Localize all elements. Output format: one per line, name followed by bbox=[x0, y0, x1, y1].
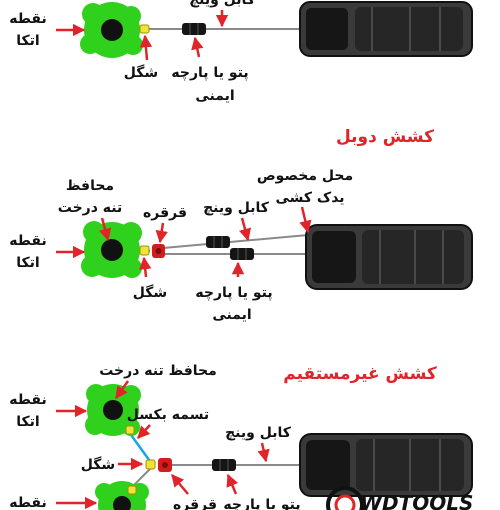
single-pull-section: نقطه اتکا شگل پتو یا پارچه ایمنی کابل وی… bbox=[9, 0, 473, 104]
shackle-icon bbox=[139, 24, 150, 34]
winch-cable-label: کابل وینچ bbox=[189, 0, 256, 8]
double-pull-title: کشش دوبل bbox=[336, 127, 434, 147]
winch-cable-arrow bbox=[239, 217, 252, 242]
indirect-pull-section: کشش غیرمستقیم bbox=[9, 363, 473, 510]
truck-top-view bbox=[305, 224, 473, 290]
indirect-pull-title: کشش غیرمستقیم bbox=[283, 364, 437, 384]
tree-protector-label-line1: محافظ bbox=[66, 178, 114, 194]
brand-logo: WDTOOLS bbox=[326, 486, 473, 510]
tree-protector-label: محافظ تنه درخت bbox=[99, 363, 217, 379]
hitch-label-line1: محل مخصوص bbox=[257, 168, 353, 184]
shackle-icon bbox=[139, 245, 150, 256]
damper-blanket-icon bbox=[182, 23, 206, 35]
anchor-label-line1: نقطه bbox=[9, 233, 46, 249]
tree-with-anchor bbox=[95, 481, 149, 510]
pulley-label: قرقره bbox=[173, 497, 217, 510]
hitch-arrow bbox=[299, 206, 312, 234]
tree-with-anchor bbox=[80, 2, 143, 58]
buckle-strap-label: تسمه بکسل bbox=[127, 407, 209, 423]
anchor-top-label-line2: اتکا bbox=[16, 414, 39, 430]
shackle-icon bbox=[127, 485, 137, 495]
damper-label-line1: پتو یا پارچه bbox=[171, 65, 248, 81]
pulley-label: قرقره bbox=[143, 205, 187, 221]
pulley-arrow bbox=[155, 222, 168, 244]
winch-cable-label: کابل وینچ bbox=[203, 200, 270, 216]
pulley-icon bbox=[152, 244, 165, 258]
damper-arrow bbox=[191, 36, 204, 58]
damper-label-line2: ایمنی bbox=[212, 307, 251, 323]
shackle-icon bbox=[145, 459, 156, 470]
shackle-label: شگل bbox=[124, 64, 158, 81]
damper-arrow bbox=[226, 473, 239, 495]
shackle-arrow bbox=[138, 256, 152, 278]
brand-logo-text: WDTOOLS bbox=[360, 491, 473, 510]
double-pull-section: کشش دوبل bbox=[9, 127, 473, 323]
anchor-bottom-label: نقطه bbox=[9, 495, 46, 510]
pulley-arrow bbox=[171, 474, 189, 495]
damper-label-line1: پتو یا پارچه bbox=[195, 285, 272, 301]
tree-protector-arrow bbox=[99, 217, 112, 242]
damper-blanket-icon bbox=[230, 248, 254, 260]
damper-label-line2: ایمنی bbox=[195, 88, 234, 104]
anchor-label-line2: اتکا bbox=[16, 33, 39, 49]
damper-blanket-icon bbox=[212, 459, 236, 471]
anchor-label-line1: نقطه bbox=[9, 11, 46, 27]
truck-top-view bbox=[299, 433, 473, 497]
shackle-label: شگل bbox=[133, 284, 167, 301]
damper-blanket-icon bbox=[206, 236, 230, 248]
shackle-label: شگل bbox=[81, 456, 115, 473]
damper-label: پتو یا پارچه bbox=[223, 497, 300, 510]
tree-with-anchor bbox=[81, 221, 142, 278]
buckle-strap-arrow bbox=[137, 424, 151, 439]
shackle-arrow bbox=[139, 34, 153, 61]
winch-cable-arrow bbox=[257, 442, 270, 463]
anchor-top-label-line1: نقطه bbox=[9, 392, 46, 408]
pulley-icon bbox=[158, 458, 172, 472]
hitch-label-line2: یدک کشی bbox=[275, 190, 344, 206]
anchor-label-line2: اتکا bbox=[16, 255, 39, 271]
tree-protector-arrow bbox=[114, 380, 130, 400]
winch-cable-label: کابل وینچ bbox=[225, 425, 292, 441]
tree-protector-label-line2: تنه درخت bbox=[58, 200, 123, 216]
truck-top-view bbox=[299, 1, 473, 57]
shackle-icon bbox=[125, 425, 135, 435]
